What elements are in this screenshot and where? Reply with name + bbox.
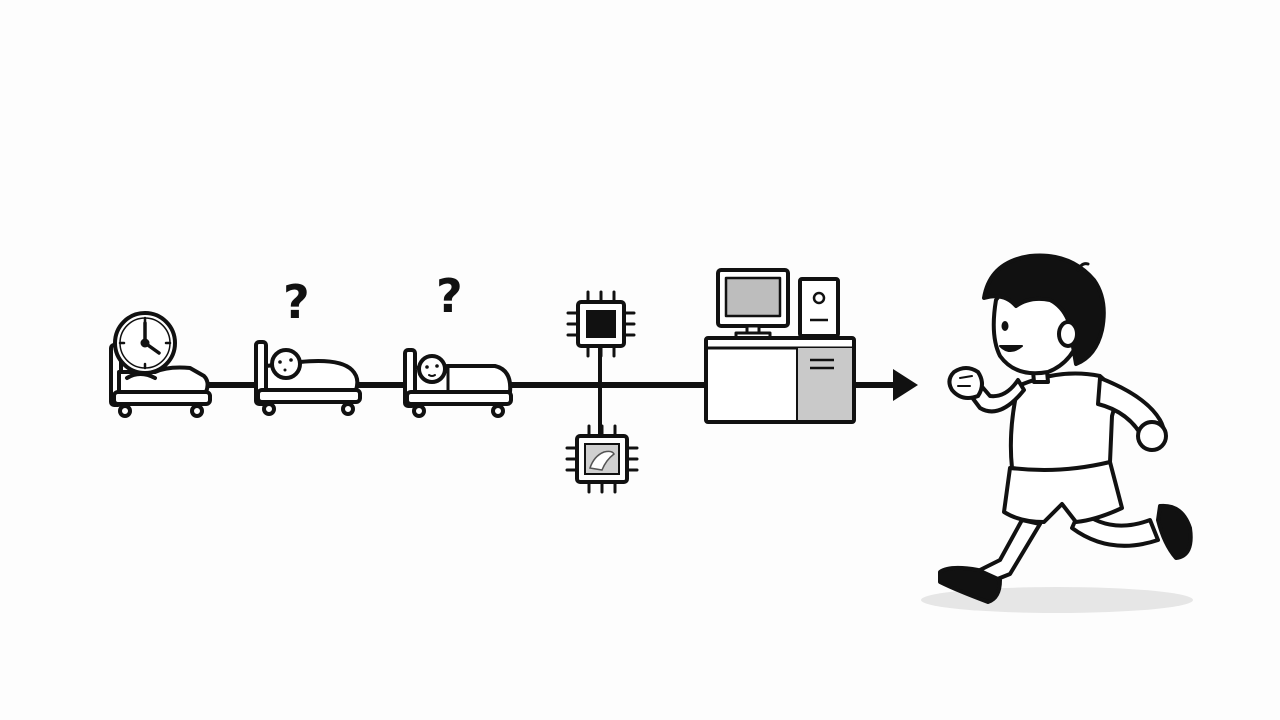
running-boy-icon <box>921 253 1193 613</box>
desk-icon <box>704 336 856 424</box>
clock-icon <box>113 311 177 375</box>
computer-station <box>704 268 856 424</box>
bed-person-question-icon <box>403 348 513 418</box>
question-mark-1: ? <box>283 275 310 329</box>
cpu-chip-icon <box>565 424 639 494</box>
bed-with-clock-icon <box>109 311 212 418</box>
question-mark-2: ? <box>436 269 463 323</box>
monitor-icon <box>716 268 790 340</box>
pc-tower-icon <box>798 277 840 338</box>
cpu-chip-icon <box>566 290 636 358</box>
chip-junction <box>565 290 639 494</box>
bed-person-question-icon <box>254 340 362 416</box>
